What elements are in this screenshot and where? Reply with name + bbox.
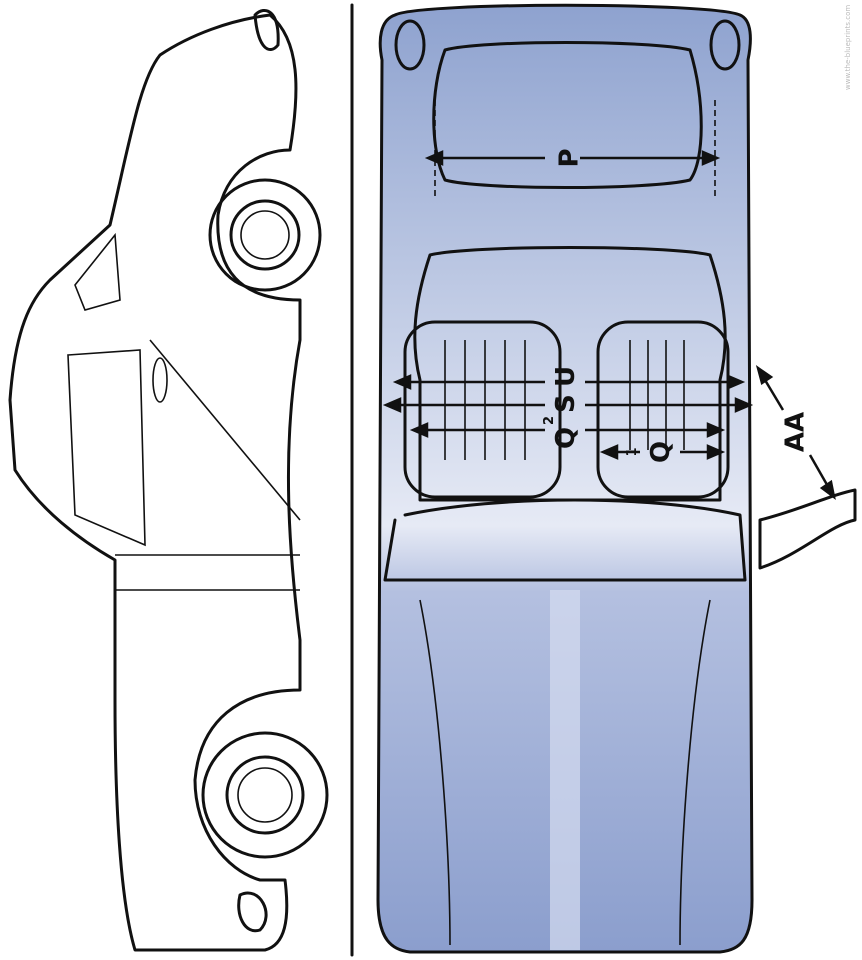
- fuel-cap: [152, 357, 168, 403]
- front-wheel: [201, 731, 329, 859]
- right-tail-light: [709, 19, 741, 71]
- label-p: P: [555, 148, 585, 167]
- side-window-rear: [74, 232, 121, 311]
- door-open: [758, 488, 857, 570]
- side-body-outline: [8, 13, 302, 952]
- right-seat: [596, 320, 730, 499]
- top-view: [376, 3, 857, 954]
- label-s: S: [551, 394, 581, 413]
- label-q2su: Q 2 S U: [542, 366, 581, 449]
- label-q2-sup: 2: [542, 416, 557, 425]
- label-q1-sup: 1: [625, 447, 640, 456]
- headlight: [237, 891, 268, 933]
- rear-deck: [413, 246, 727, 502]
- left-tail-light: [394, 19, 426, 71]
- rear-light: [253, 9, 280, 51]
- watermark: www.the-blueprints.com: [844, 5, 852, 90]
- label-q2: Q: [551, 427, 581, 449]
- label-aa: AA: [781, 412, 811, 452]
- left-seat: [403, 320, 562, 499]
- windscreen: [383, 498, 747, 582]
- label-u: U: [551, 366, 581, 387]
- dimension-lines: [382, 150, 836, 500]
- label-q1-group: Q 1: [625, 441, 676, 463]
- bonnet-stripe: [550, 590, 580, 950]
- side-view: [8, 3, 354, 957]
- top-body: [376, 3, 754, 954]
- label-q1: Q: [646, 441, 676, 463]
- rear-wheel: [208, 178, 322, 292]
- side-door-window: [67, 349, 146, 547]
